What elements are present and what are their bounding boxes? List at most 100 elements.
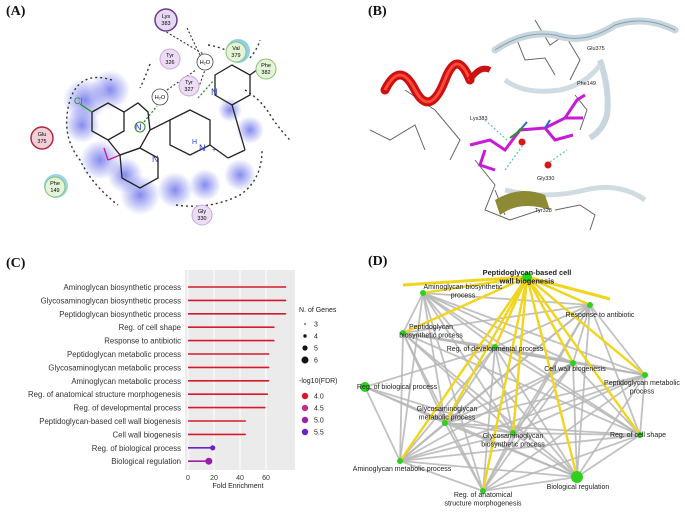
residue-phe149: Phe 149	[44, 174, 68, 198]
legend-color-dot	[301, 392, 309, 400]
network-edge	[399, 422, 446, 462]
network-edge-highlight	[526, 276, 646, 376]
network-edge	[576, 434, 641, 478]
network-edge	[444, 422, 484, 492]
network-edge	[572, 362, 641, 436]
lollipop-point	[244, 433, 246, 436]
network-node-label: Response to antibiotic	[566, 312, 635, 319]
network-edge	[482, 346, 496, 492]
atom-h: H	[192, 139, 197, 146]
label-glu375: Glu375	[587, 46, 605, 52]
svg-text:Lys: Lys	[162, 14, 171, 20]
network-node-label: Reg. of developmental process	[447, 346, 544, 353]
network-edge-highlight	[526, 276, 641, 436]
svg-text:H₂O: H₂O	[200, 60, 211, 66]
network-edge	[482, 476, 578, 492]
ligand-3d	[469, 93, 586, 172]
lollipop-point	[267, 353, 270, 355]
network-edge	[399, 374, 646, 462]
legend-color-dot	[301, 428, 309, 436]
svg-text:330: 330	[197, 216, 206, 222]
interaction-diagram-2d: Cl N N N H + N Lys 383 Tyr 326 Tyr 3	[30, 8, 291, 226]
lollipop-point	[263, 406, 266, 409]
network-edge	[364, 386, 401, 462]
legend-color-label: 5.5	[314, 430, 324, 437]
x-tick-label: 20	[210, 475, 218, 482]
atom-charge: +	[212, 147, 216, 154]
category-label: Aminoglycan metabolic process	[71, 377, 181, 386]
panel-label-a: (A)	[6, 4, 26, 19]
svg-text:Gly: Gly	[198, 209, 207, 215]
residue-tyr326: Tyr 326	[159, 48, 181, 70]
lollipop-point	[284, 313, 287, 315]
network-edge	[399, 332, 404, 462]
network-node	[587, 302, 593, 308]
legend-size-dot	[304, 323, 306, 325]
network-edge	[402, 332, 514, 434]
panel-label-d: (D)	[368, 254, 388, 269]
atom-nh: N	[199, 143, 206, 153]
network-edge-highlight	[511, 276, 529, 434]
network-node	[571, 471, 583, 483]
network-edge	[482, 432, 514, 492]
network-edge-highlight	[443, 276, 529, 424]
network-edge	[422, 292, 641, 436]
lollipop-point	[266, 393, 269, 395]
category-label: Glycosaminoglycan biosynthetic process	[41, 296, 182, 305]
network-edge	[512, 374, 646, 434]
network-edge	[422, 292, 496, 348]
water-1: H₂O	[196, 53, 214, 71]
lollipop-point	[244, 420, 246, 422]
residue-phe382: Phe 382	[255, 58, 277, 80]
network-edge	[364, 386, 514, 434]
lollipop-point	[267, 366, 270, 369]
legend-color-label: 5.0	[314, 418, 324, 425]
network-node	[360, 382, 370, 392]
svg-text:Phe: Phe	[50, 181, 60, 187]
lollipop-point	[273, 339, 275, 342]
network-node-label: Reg. of biological process	[357, 384, 438, 391]
svg-text:Val: Val	[232, 46, 240, 52]
legend-size-dot	[303, 334, 307, 338]
svg-text:382: 382	[261, 70, 270, 76]
legend-size-dot	[301, 356, 309, 364]
residue-glu375: Glu 375	[30, 126, 54, 150]
category-label: Reg. of cell shape	[119, 323, 181, 332]
lollipop-point	[273, 326, 275, 328]
svg-text:379: 379	[231, 53, 240, 59]
hydrophobic-glow	[63, 70, 264, 215]
network-edge	[482, 434, 641, 492]
network-node	[442, 420, 448, 426]
svg-text:H₂O: H₂O	[155, 95, 166, 101]
network-edge	[444, 422, 641, 436]
network-edge-highlight	[422, 275, 528, 295]
x-tick-label: 60	[262, 475, 270, 482]
svg-text:Phe: Phe	[261, 63, 271, 69]
network-edge-highlight	[525, 276, 575, 364]
network-edge	[402, 332, 641, 436]
network-edge	[512, 362, 574, 434]
category-label: Reg. of developmental process	[74, 404, 182, 413]
legend-size-label: 6	[314, 358, 318, 365]
network-edge-highlight	[402, 275, 528, 335]
network-edge	[399, 362, 574, 462]
label-lys383: Lys383	[470, 116, 488, 122]
category-label: Reg. of anatomical structure morphogenes…	[28, 390, 181, 399]
network-edge	[572, 304, 591, 364]
network-edge	[512, 432, 578, 478]
residue-tyr327: Tyr 327	[178, 75, 200, 97]
x-axis-label: Fold Enrichment	[213, 483, 264, 490]
legend-size-title: N. of Genes	[299, 307, 337, 314]
network-edge	[639, 374, 646, 436]
lollipop-point	[284, 286, 287, 288]
atom-cl: Cl	[74, 96, 83, 106]
svg-text:375: 375	[37, 139, 46, 145]
network-edge-highlight	[481, 276, 529, 492]
panel-label-c: (C)	[6, 256, 26, 271]
network-node	[522, 272, 532, 282]
category-label: Glycosaminoglycan metabolic process	[48, 363, 181, 372]
